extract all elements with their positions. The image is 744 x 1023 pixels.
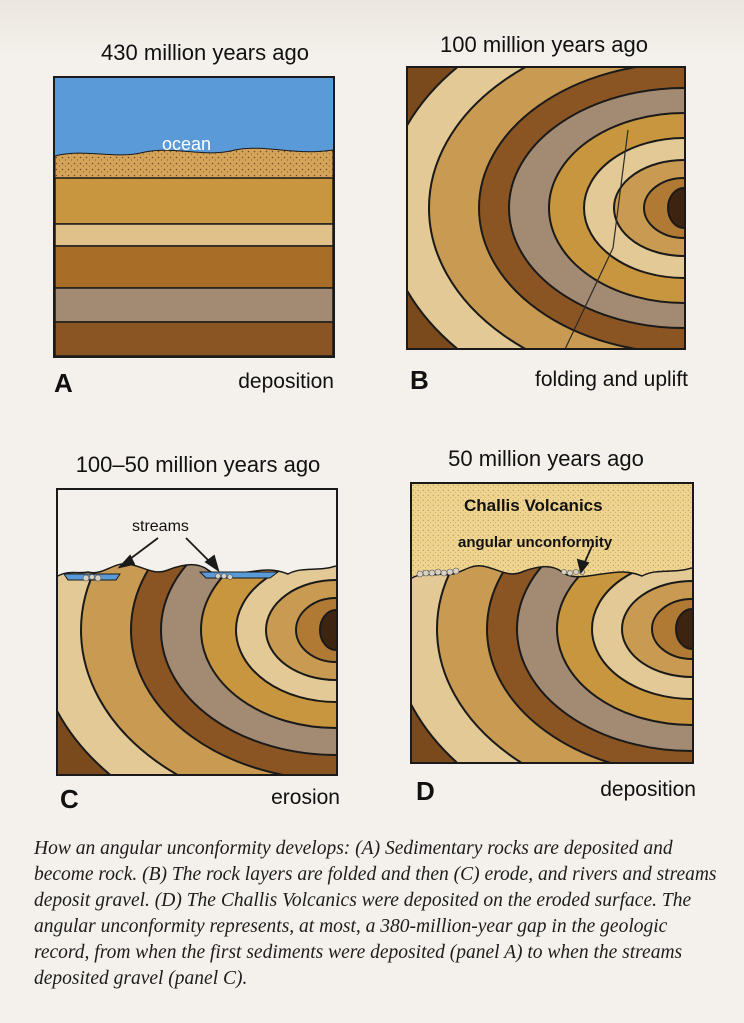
panel-b-process: folding and uplift: [535, 368, 688, 391]
panel-b-letter: B: [410, 365, 429, 395]
layer-2: [55, 223, 333, 247]
figure-caption: How an angular unconformity develops: (A…: [34, 838, 717, 989]
ocean-label: ocean: [162, 134, 212, 154]
panel-c-figure: [56, 488, 338, 776]
gravel-clasts-d: [416, 567, 585, 578]
panel-a-figure: [53, 76, 335, 358]
layer-1: [55, 177, 333, 225]
fault-line: [564, 129, 629, 348]
challis-volcanics-label: Challis Volcanics: [464, 496, 603, 515]
panel-b-title: 100 million years ago: [440, 32, 648, 57]
layer-4: [55, 287, 333, 323]
panel-b-figure: [406, 66, 686, 350]
layer-5: [55, 321, 333, 356]
stream-arrows: [117, 537, 220, 573]
unconformity-arrow: [576, 545, 593, 575]
panel-b: 100 million years ago B folding and upli…: [404, 32, 744, 452]
stream-right: [198, 571, 280, 579]
panel-d-title: 50 million years ago: [448, 446, 644, 471]
panel-d-figure: [410, 482, 694, 764]
panel-c: 100–50 million years ago: [54, 452, 394, 872]
panel-a-title: 430 million years ago: [101, 40, 309, 65]
panel-c-process: erosion: [271, 786, 340, 809]
panel-c-letter: C: [60, 784, 79, 814]
gravel-clasts: [82, 573, 233, 582]
panel-d-letter: D: [416, 776, 435, 806]
layer-3: [55, 245, 333, 289]
panel-c-title: 100–50 million years ago: [75, 452, 321, 477]
panel-d-process: deposition: [600, 778, 696, 801]
panel-d: 50 million years ago: [406, 446, 744, 866]
angular-unconformity-label: angular unconformity: [458, 534, 613, 551]
streams-label: streams: [132, 518, 189, 535]
ocean-layer: [55, 78, 333, 156]
panel-a-letter: A: [54, 368, 73, 398]
sediment-top-layer: [55, 147, 333, 179]
panel-a-process: deposition: [238, 370, 334, 393]
panel-a: 430 million years ago ocean A deposition: [50, 40, 390, 460]
